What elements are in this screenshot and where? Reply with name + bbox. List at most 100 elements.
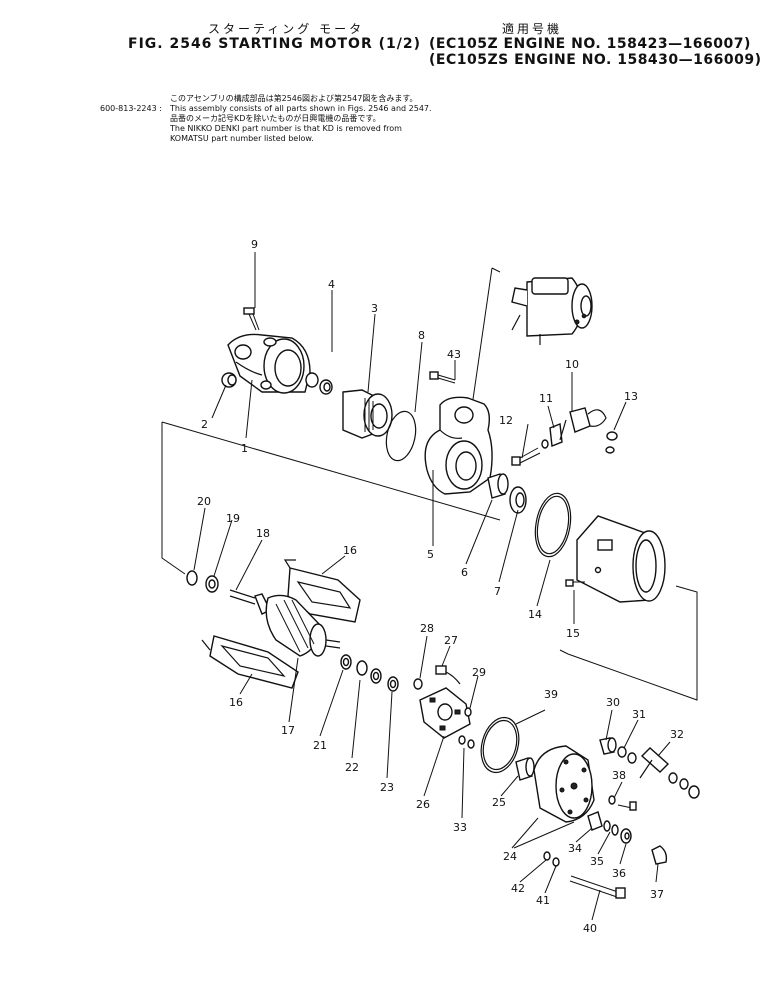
part-28-spring [413,678,423,690]
callout-26: 26 [416,798,430,811]
callout-21: 21 [313,739,327,752]
callout-15: 15 [566,627,580,640]
callout-34: 34 [568,842,582,855]
figure-title: FIG. 2546 STARTING MOTOR (1/2) [128,36,421,52]
part-41-washer [552,857,560,867]
part-35-washers [603,820,619,836]
callout-32: 32 [670,728,684,741]
callout-36: 36 [612,867,626,880]
callout-24: 24 [503,850,517,863]
part-25-bushing [515,757,535,781]
callout-10: 10 [565,358,579,371]
callout-28: 28 [420,622,434,635]
callout-17: 17 [281,724,295,737]
part-39-o-ring [480,716,520,774]
note-jp-1: このアセンブリの構成部品は第2546図および第2547図を含みます。 [170,94,418,103]
callout-37: 37 [650,888,664,901]
part-6-bushing [487,473,509,499]
part-1-front-housing [227,333,311,394]
callout-16-lower: 16 [229,696,243,709]
callout-40: 40 [583,922,597,935]
callout-19: 19 [226,512,240,525]
part-8-o-ring [385,410,417,462]
part-26-brush-holder [419,687,471,739]
callout-2: 2 [201,418,208,431]
callout-7: 7 [494,585,501,598]
part-40-through-bolt [569,875,626,899]
part-23-washer [387,676,399,692]
part-9-bolt [243,307,260,331]
callout-20: 20 [197,495,211,508]
callout-35: 35 [590,855,604,868]
callout-12: 12 [499,414,513,427]
callout-38: 38 [612,769,626,782]
callout-33: 33 [453,821,467,834]
callout-29: 29 [472,666,486,679]
note-en-3: KOMATSU part number listed below. [170,134,314,143]
part-16-field-coil-lower [201,635,299,689]
part-3-pinion-clutch [342,389,393,439]
part-11-plate [549,423,563,447]
part-33-washer [458,735,475,749]
callout-16-upper: 16 [343,544,357,557]
part-42-washer [543,851,551,861]
part-31-washers [617,746,637,764]
callout-11: 11 [539,392,553,405]
callout-43: 43 [447,348,461,361]
part-21-washer [340,654,352,670]
leader-lines [193,252,671,921]
callout-22: 22 [345,761,359,774]
callout-1: 1 [241,442,248,455]
part-30-cap [599,737,617,755]
engine-range-1: (EC105Z ENGINE NO. 158423—166007) [429,36,751,52]
part-20-ring [186,570,198,586]
callout-13: 13 [624,390,638,403]
callout-8: 8 [418,329,425,342]
part-5-center-housing [424,396,493,495]
part-22-washers [356,660,382,684]
part-13-nuts [605,431,618,454]
note-jp-2: 品番のメーカ記号KDを除いたものが日興電機の品番です。 [170,114,381,123]
part-43-screw [429,371,456,384]
part-12-bolt [511,439,549,466]
complete-motor-inset [511,277,593,345]
japanese-title: スターティング モータ [208,22,365,36]
callout-4: 4 [328,278,335,291]
assembly-outline [161,267,698,701]
callout-27: 27 [444,634,458,647]
japanese-applicability-label: 適用号機 [502,22,563,36]
part-24-rear-cover [533,745,595,823]
part-36-insulator [620,828,632,844]
callout-31: 31 [632,708,646,721]
part-2-bushing [221,372,237,388]
callout-14: 14 [528,608,542,621]
part-37-cap [651,845,668,865]
part-7-bearing [509,486,527,514]
callout-42: 42 [511,882,525,895]
assembly-part-number: 600-813-2243 : [100,104,162,113]
note-en-2: The NIKKO DENKI part number is that KD i… [170,124,402,133]
part-17-armature [229,589,341,657]
callout-6: 6 [461,566,468,579]
callout-30: 30 [606,696,620,709]
callout-5: 5 [427,548,434,561]
part-14-o-ring [534,492,572,558]
part-19-washer [205,575,219,593]
callout-39: 39 [544,688,558,701]
part-4-bushings [305,372,333,395]
callout-9: 9 [251,238,258,251]
callout-numbers: 1 2 3 4 5 6 7 8 9 10 11 12 13 14 15 16 1… [197,238,684,935]
note-en-1: This assembly consists of all parts show… [170,104,432,113]
yoke-field-frame [576,515,666,603]
callout-3: 3 [371,302,378,315]
part-32-bracket [639,747,670,779]
callout-25: 25 [492,796,506,809]
part-29-washer [464,707,472,717]
callout-18: 18 [256,527,270,540]
engine-range-2: (EC105ZS ENGINE NO. 158430—166009) [429,52,762,68]
part-27-brush [435,665,461,685]
callout-23: 23 [380,781,394,794]
part-10-lead-assembly [559,374,607,441]
part-15-screw [565,579,585,587]
